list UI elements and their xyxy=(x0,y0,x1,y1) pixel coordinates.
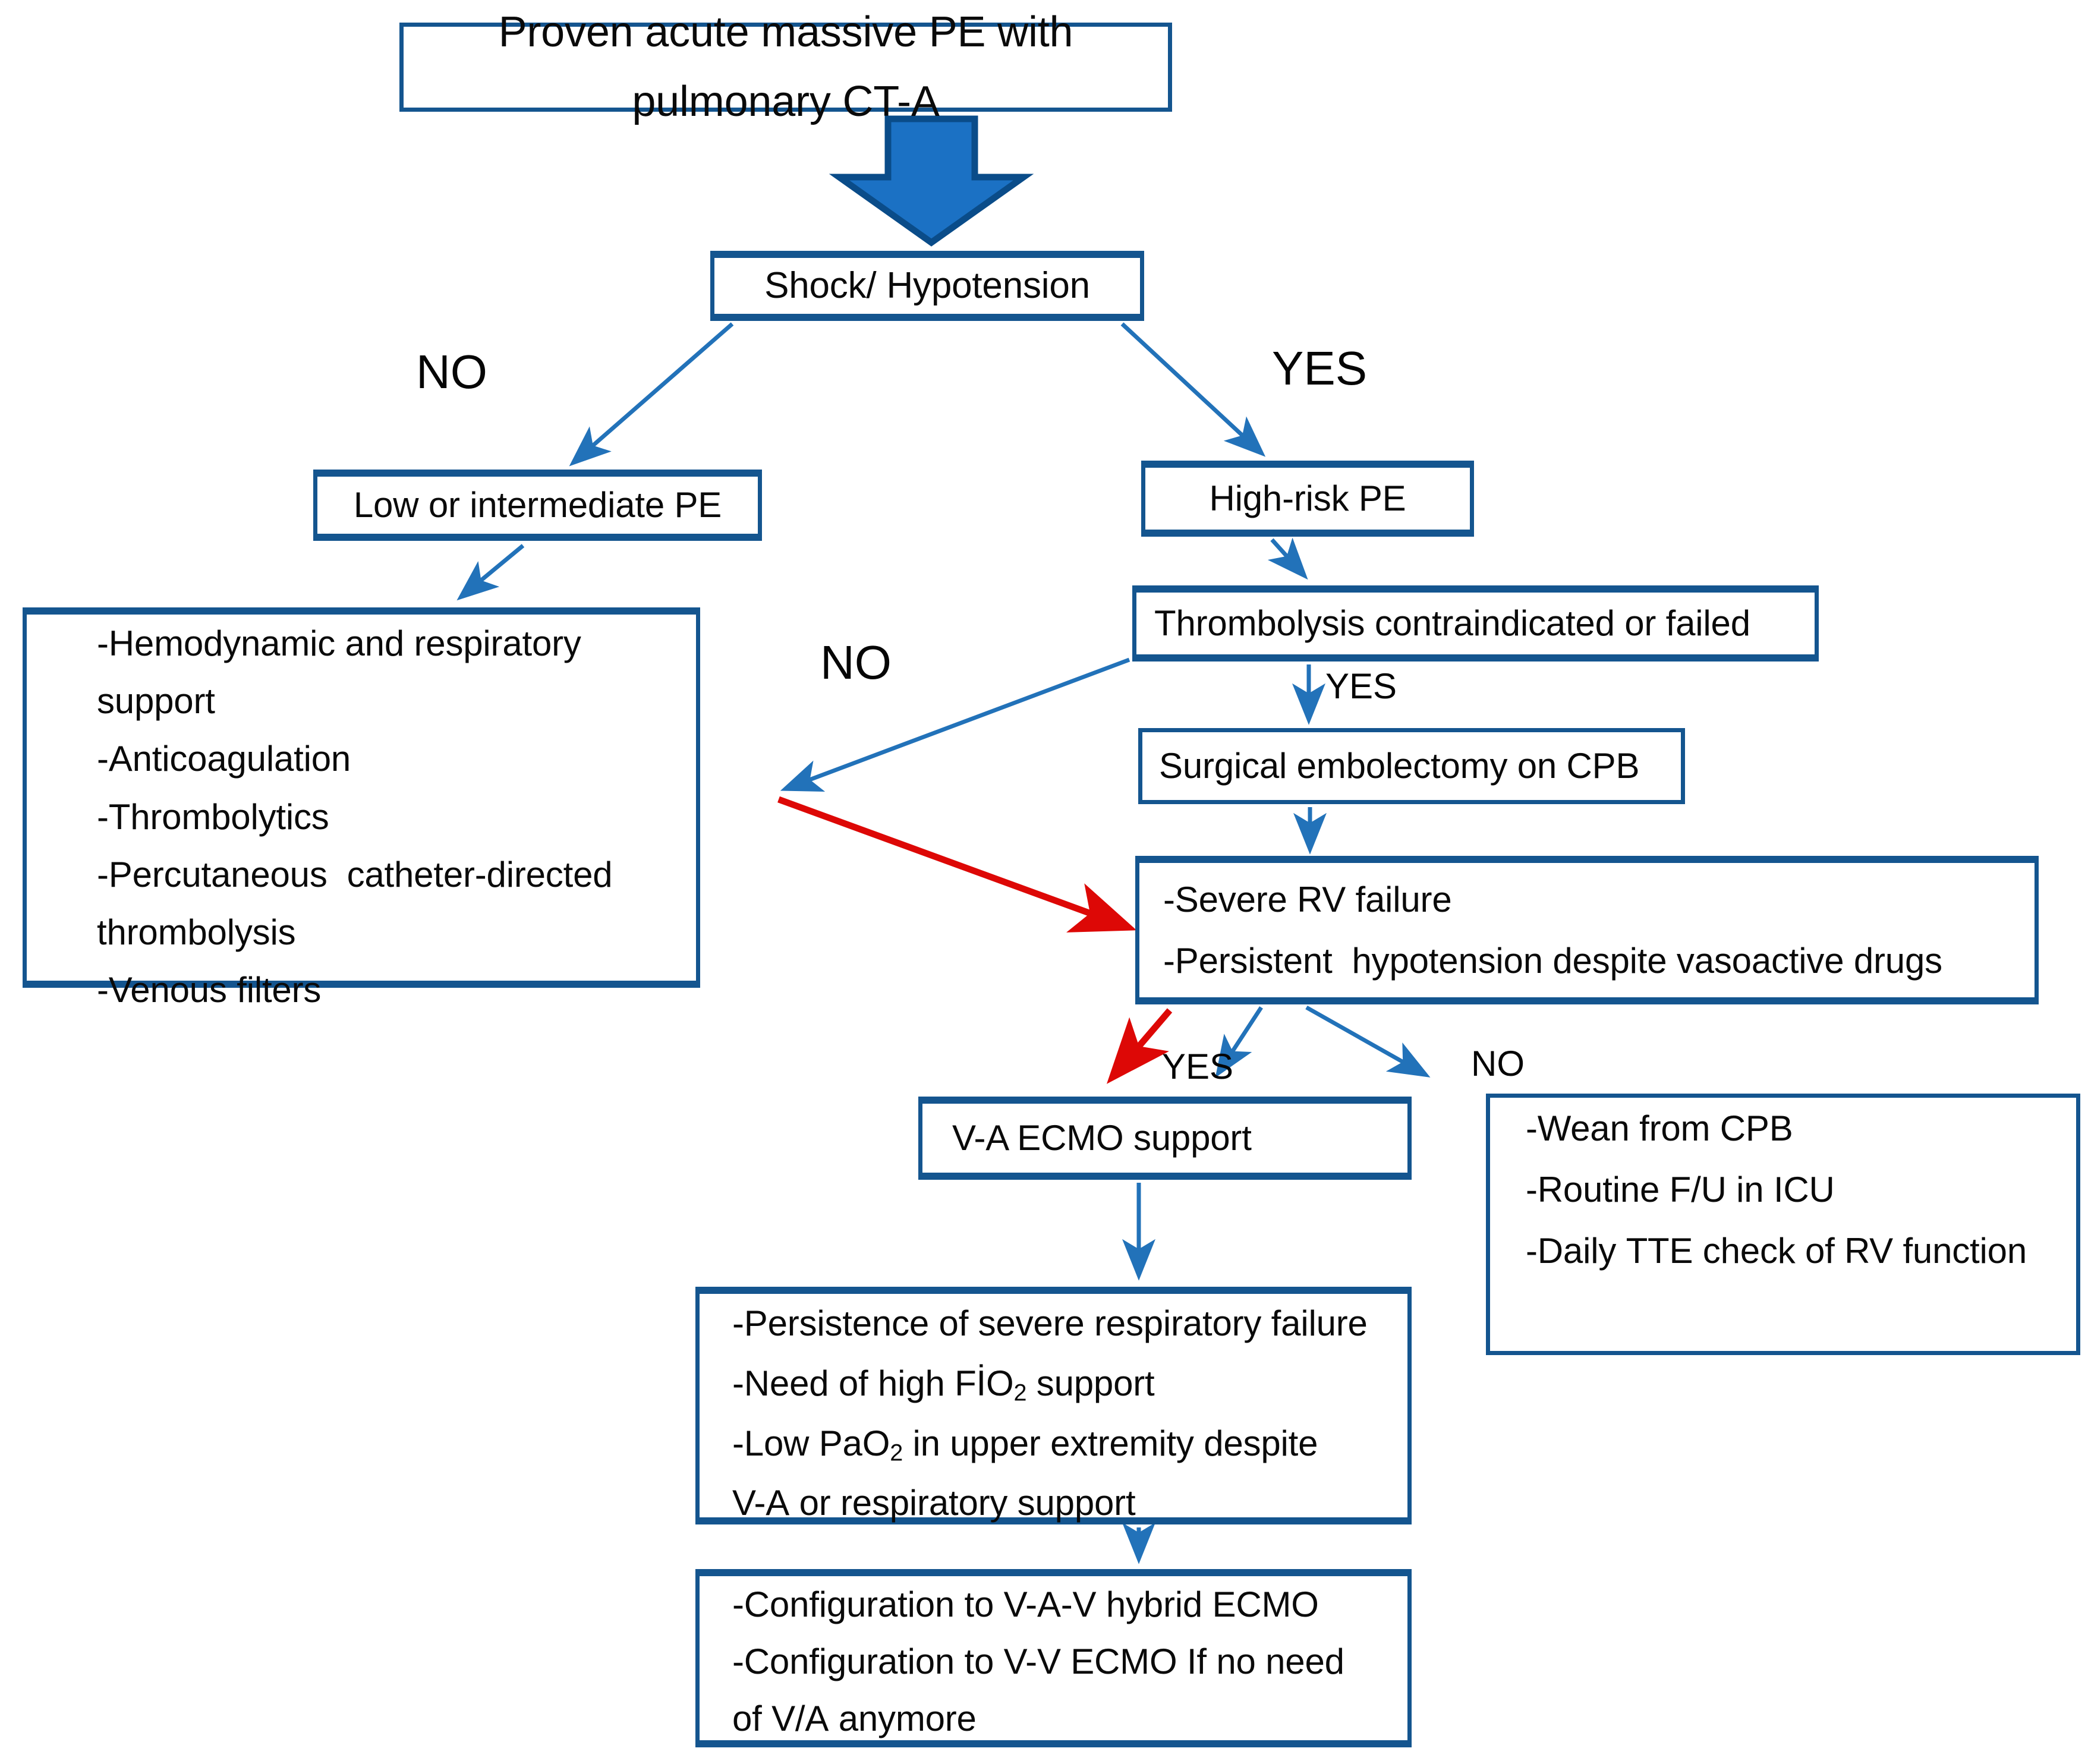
node-wean-from-cpb[interactable]: -Wean from CPB-Routine F/U in ICU-Daily … xyxy=(1486,1094,2080,1355)
node-va-ecmo-support[interactable]: V-A ECMO support xyxy=(918,1097,1412,1180)
node-wean-from-cpb-label: -Wean from CPB-Routine F/U in ICU-Daily … xyxy=(1526,1108,2027,1271)
node-low-or-intermediate-pe-label: Low or intermediate PE xyxy=(353,485,722,525)
edge-red-to-rv-failure xyxy=(777,796,1137,933)
node-shock-hypotension-label: Shock/ Hypotension xyxy=(764,264,1090,306)
node-thrombolysis-contraindicated-or-failed[interactable]: Thrombolysis contraindicated or failed xyxy=(1132,585,1819,662)
node-proven-acute-massive-pe[interactable]: Proven acute massive PE with pulmonary C… xyxy=(399,8,1172,125)
node-surgical-embolectomy-on-cpb-label: Surgical embolectomy on CPB xyxy=(1159,746,1640,786)
edge-low-pe-to-treatment xyxy=(456,544,525,601)
node-thrombolysis-contraindicated-or-failed-label: Thrombolysis contraindicated or failed xyxy=(1154,603,1750,644)
node-severe-rv-failure[interactable]: -Severe RV failure-Persistent hypotensio… xyxy=(1135,856,2039,1004)
node-high-risk-pe[interactable]: High-risk PE xyxy=(1141,461,1474,537)
edge-shock-to-high-risk xyxy=(1120,322,1266,457)
edge-rv-yes-red xyxy=(1106,1008,1173,1084)
node-surgical-embolectomy-on-cpb[interactable]: Surgical embolectomy on CPB xyxy=(1138,728,1685,804)
node-shock-hypotension[interactable]: Shock/ Hypotension xyxy=(710,251,1144,321)
node-va-ecmo-support-label: V-A ECMO support xyxy=(952,1118,1252,1158)
node-proven-acute-massive-pe-label: Proven acute massive PE with pulmonary C… xyxy=(498,8,1085,125)
node-low-or-intermediate-pe[interactable]: Low or intermediate PE xyxy=(313,470,762,541)
edge-high-risk-to-thrombolysis xyxy=(1267,537,1308,580)
node-ecmo-configuration-label: -Configuration to V-A-V hybrid ECMO-Conf… xyxy=(732,1585,1344,1738)
node-persistence-respiratory-failure[interactable]: -Persistence of severe respiratory failu… xyxy=(695,1287,1412,1524)
branch-label-thrombolysis-no: NO xyxy=(820,636,892,689)
branch-label-thrombolysis-yes: YES xyxy=(1325,666,1397,706)
branch-label-shock-yes: YES xyxy=(1272,342,1368,395)
block-arrow-top-to-shock xyxy=(829,115,1034,247)
edge-shock-to-low-pe xyxy=(569,322,734,467)
branch-label-shock-no: NO xyxy=(416,345,487,398)
node-ecmo-configuration[interactable]: -Configuration to V-A-V hybrid ECMO-Conf… xyxy=(695,1569,1412,1747)
node-persistence-respiratory-failure-label: -Persistence of severe respiratory failu… xyxy=(732,1303,1368,1523)
branch-label-rv-no: NO xyxy=(1471,1044,1525,1083)
edge-rv-no-to-wean xyxy=(1305,1005,1431,1078)
branch-label-rv-yes: YES xyxy=(1162,1047,1234,1086)
node-high-risk-pe-label: High-risk PE xyxy=(1209,478,1406,519)
node-severe-rv-failure-label: -Severe RV failure-Persistent hypotensio… xyxy=(1163,879,1942,981)
